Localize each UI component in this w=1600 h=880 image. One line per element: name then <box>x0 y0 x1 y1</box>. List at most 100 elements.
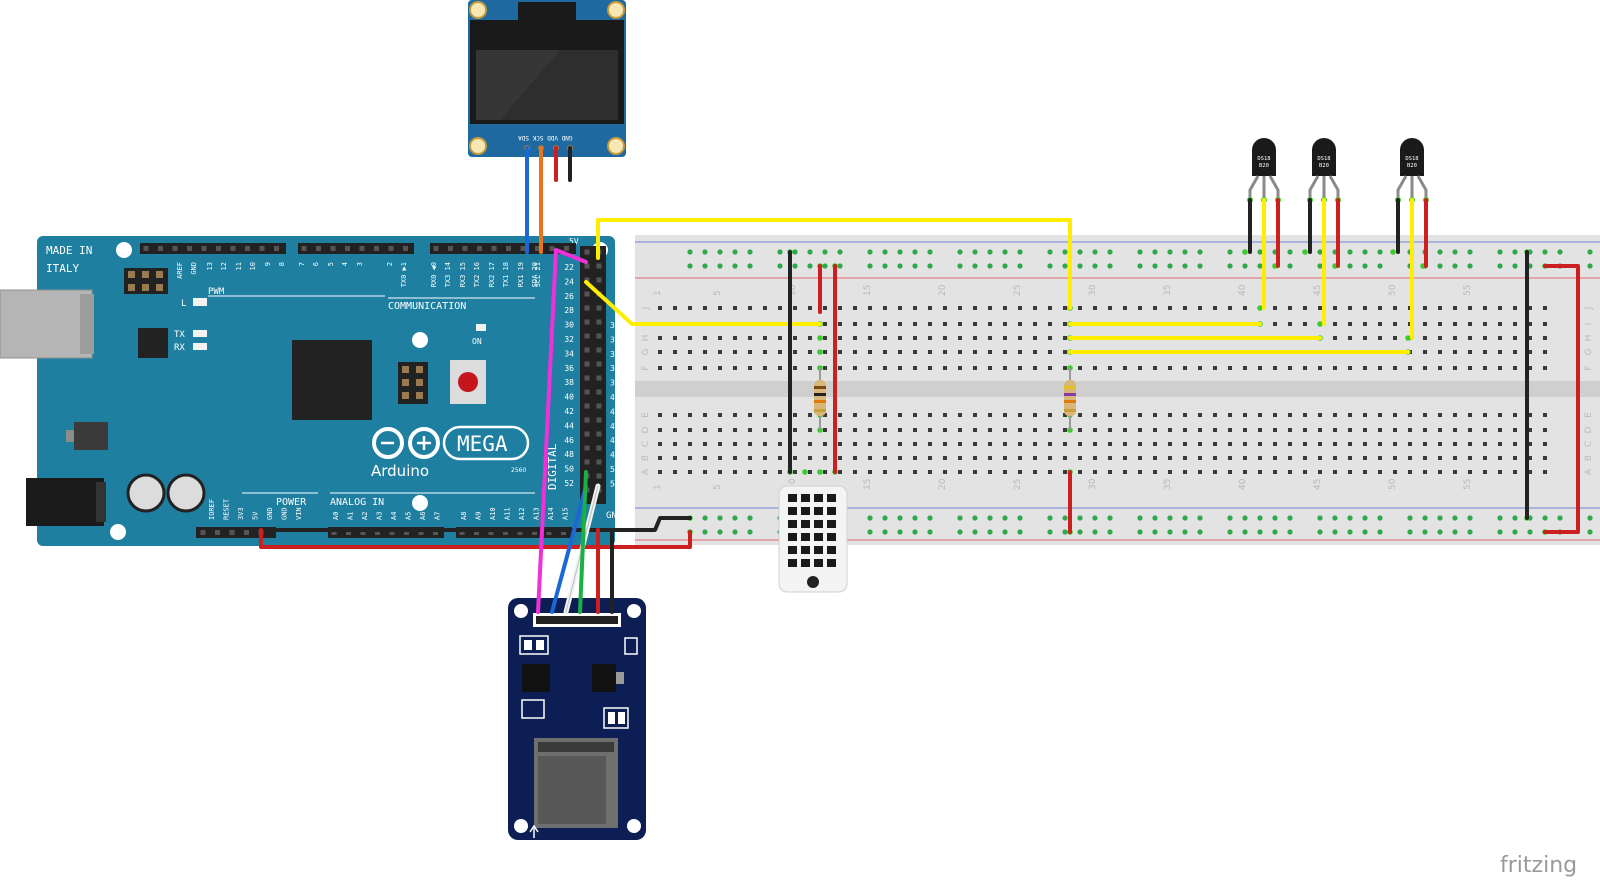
dht22-vent-grid <box>788 494 836 567</box>
breadboard-hole <box>1528 322 1532 326</box>
rail-hole <box>897 515 903 521</box>
breadboard-hole <box>673 366 677 370</box>
breadboard-hole <box>1288 413 1292 417</box>
digital-pin <box>584 347 590 353</box>
breadboard-row-letter: C <box>1584 441 1594 447</box>
header-pin <box>330 246 336 251</box>
oled-pin-label: GND <box>561 134 572 141</box>
digital-left-label: 32 <box>564 335 574 344</box>
breadboard-hole <box>988 413 992 417</box>
breadboard-hole <box>1063 350 1067 354</box>
rail-hole <box>867 263 873 269</box>
rail-hole <box>927 515 933 521</box>
digital-left-label: 40 <box>564 393 574 402</box>
breadboard-hole <box>1138 306 1142 310</box>
breadboard-hole <box>1453 456 1457 460</box>
breadboard-hole <box>1363 470 1367 474</box>
rail-hole <box>1437 515 1443 521</box>
breadboard-hole <box>928 322 932 326</box>
breadboard-hole <box>1408 442 1412 446</box>
digital-right-label: 49 <box>610 451 620 460</box>
rail-hole <box>972 263 978 269</box>
breadboard-hole <box>868 366 872 370</box>
ds18b20-label: B20 <box>1407 163 1417 169</box>
breadboard-hole <box>1003 322 1007 326</box>
reset-button-cap[interactable] <box>458 372 478 392</box>
breadboard-hole <box>748 306 752 310</box>
breadboard-hole <box>913 470 917 474</box>
breadboard-hole <box>898 306 902 310</box>
breadboard-row-letter: J <box>1584 307 1594 311</box>
breadboard-hole <box>658 442 662 446</box>
breadboard-hole <box>973 350 977 354</box>
rail-hole <box>987 515 993 521</box>
communication-label: COMMUNICATION <box>388 301 466 312</box>
rail-hole <box>927 249 933 255</box>
breadboard-hole <box>988 456 992 460</box>
breadboard-hole <box>973 322 977 326</box>
rail-hole <box>987 263 993 269</box>
dht22-vent <box>788 533 797 541</box>
digital-left-label: 48 <box>564 450 574 459</box>
rail-hole <box>1107 515 1113 521</box>
breadboard-hole <box>1093 470 1097 474</box>
breadboard-hole <box>1258 428 1262 432</box>
digital-right-label: 37 <box>610 364 620 373</box>
5v-label: 5V <box>569 237 579 246</box>
breadboard-hole <box>1378 366 1382 370</box>
breadboard-hole <box>1348 442 1352 446</box>
breadboard-hole <box>1063 366 1067 370</box>
pwm-label: PWM <box>208 287 225 297</box>
analog-pin-label: A3 <box>376 512 384 520</box>
breadboard-hole <box>1138 456 1142 460</box>
breadboard-hole <box>1303 366 1307 370</box>
header-pin <box>375 530 380 535</box>
breadboard-hole <box>1303 470 1307 474</box>
breadboard-hole <box>1123 470 1127 474</box>
rail-hole <box>1377 529 1383 535</box>
sd-smd-part <box>536 640 544 650</box>
power-label: POWER <box>276 497 307 508</box>
sd-insert-arrow-head-icon <box>529 824 539 833</box>
header-pin <box>433 246 439 251</box>
header-pin <box>459 530 465 535</box>
breadboard-hole <box>1153 442 1157 446</box>
rail-hole <box>1167 263 1173 269</box>
breadboard-column-number: 35 <box>1163 479 1173 490</box>
breadboard-hole <box>1213 456 1217 460</box>
breadboard-hole <box>1318 470 1322 474</box>
digital-pin <box>584 249 590 255</box>
breadboard-hole <box>1348 306 1352 310</box>
breadboard-hole <box>1453 336 1457 340</box>
breadboard-hole <box>1543 366 1547 370</box>
breadboard-hole <box>1528 366 1532 370</box>
breadboard-hole <box>913 336 917 340</box>
dht22-vent <box>827 546 836 554</box>
breadboard-hole <box>1078 470 1082 474</box>
breadboard-hole <box>1093 442 1097 446</box>
breadboard-hole <box>1183 470 1187 474</box>
breadboard-hole <box>1378 470 1382 474</box>
breadboard-row-letter: F <box>641 365 651 370</box>
resistor-2 <box>1064 368 1076 430</box>
breadboard-hole <box>1483 428 1487 432</box>
oled-screen-glare <box>476 50 560 120</box>
breadboard-hole <box>1198 470 1202 474</box>
top-pin-label: 13 <box>206 262 214 270</box>
breadboard-hole <box>1033 336 1037 340</box>
breadboard-hole <box>1543 336 1547 340</box>
breadboard-hole <box>1318 306 1322 310</box>
breadboard-hole <box>1513 306 1517 310</box>
breadboard-hole <box>748 350 752 354</box>
breadboard-hole <box>1018 366 1022 370</box>
sd-mount-hole <box>514 604 528 618</box>
breadboard-hole <box>778 336 782 340</box>
breadboard-column-number: 50 <box>1388 284 1398 296</box>
breadboard-hole <box>1528 336 1532 340</box>
ds18b20-label: DS18 <box>1317 156 1330 162</box>
analog-pin-label: A7 <box>434 512 442 520</box>
analog-pin-label: A4 <box>390 512 398 520</box>
breadboard-hole <box>928 336 932 340</box>
